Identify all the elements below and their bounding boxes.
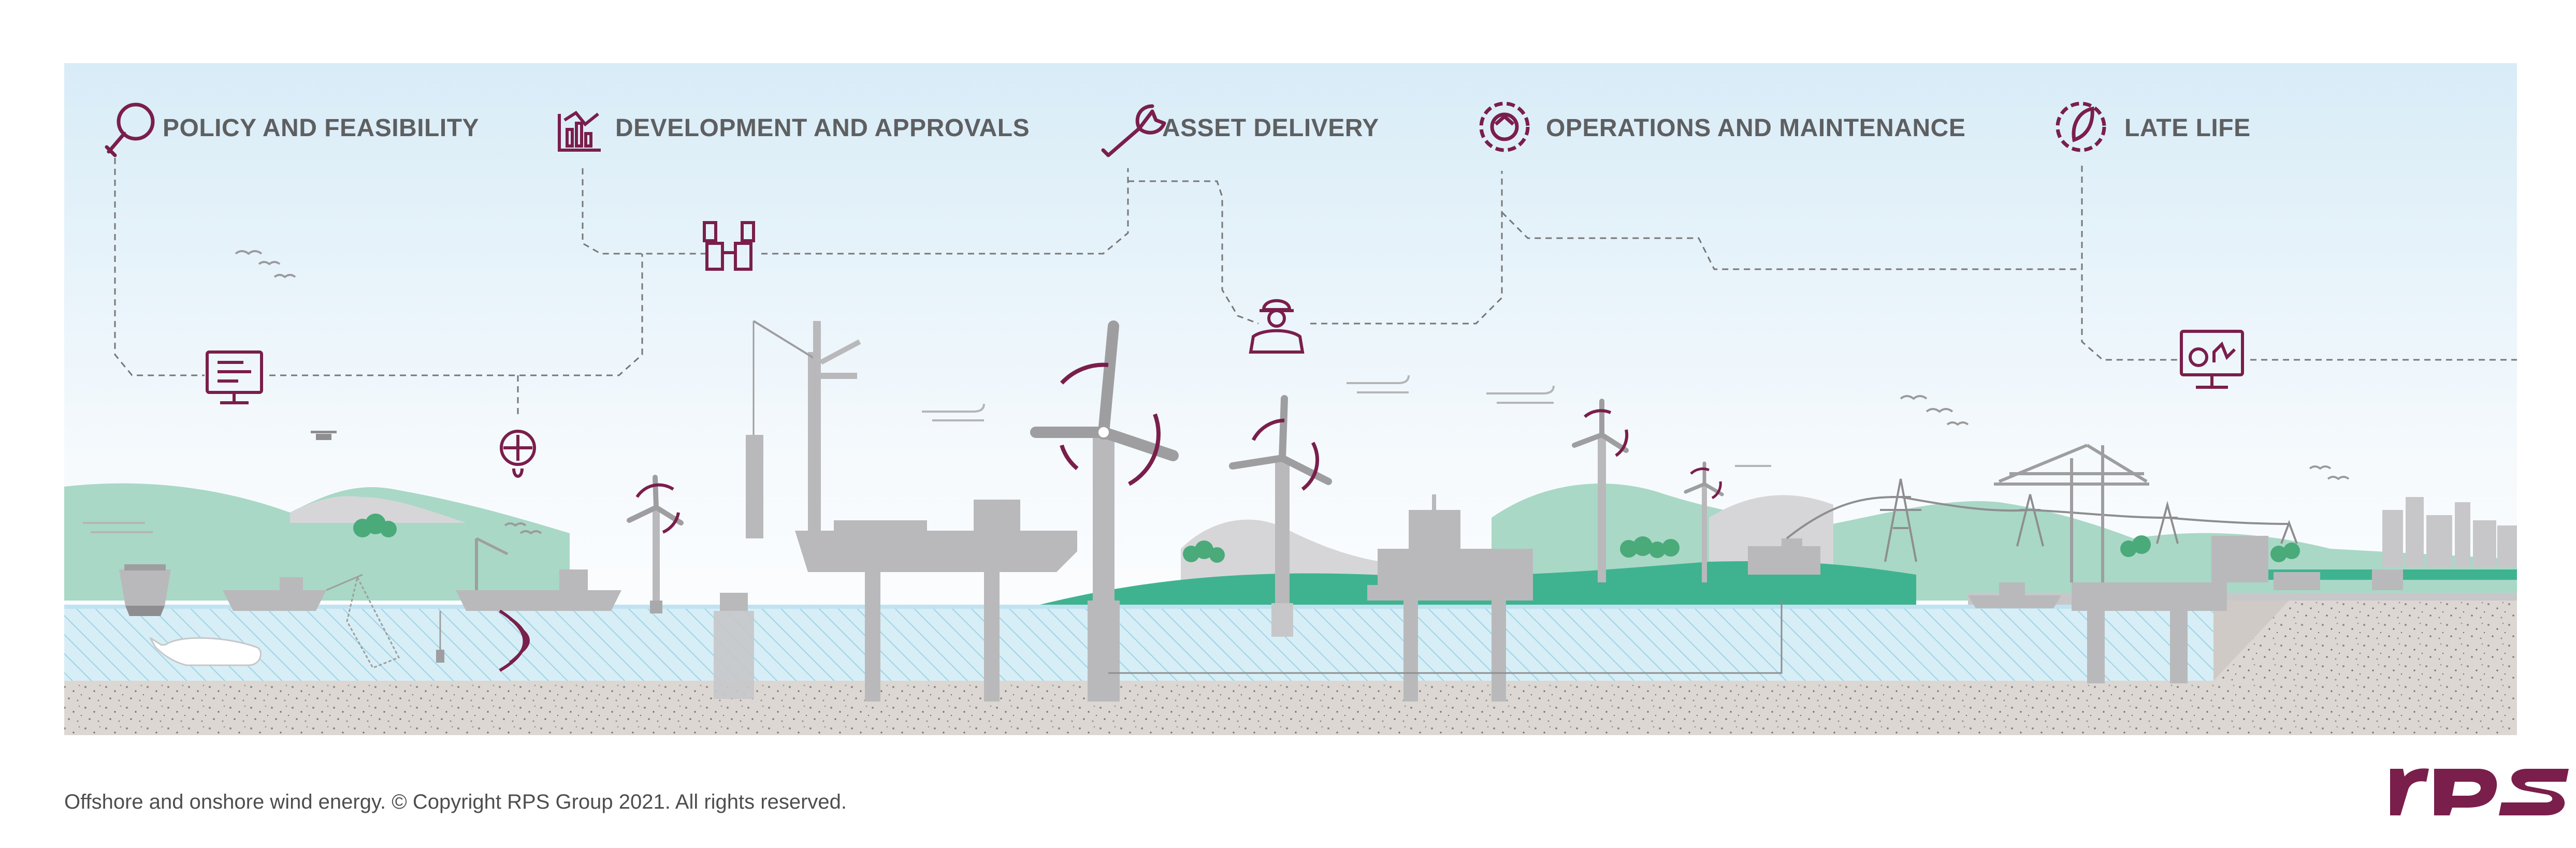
installation-vessel — [714, 320, 1077, 701]
stage-asset-delivery: ASSET DELIVERY — [1101, 104, 1379, 157]
fishing-boat — [223, 574, 400, 669]
turbine-small-offshore — [627, 475, 684, 613]
rps-logo — [2390, 768, 2569, 815]
gear-leaf-icon — [2056, 101, 2106, 152]
wrench-icon — [1101, 104, 1166, 157]
turbine-onshore-2 — [1684, 461, 1724, 582]
document-monitor-icon — [206, 350, 263, 404]
stage-title-asset-delivery: ASSET DELIVERY — [1162, 114, 1379, 142]
buoy — [119, 564, 171, 616]
service-vessel — [1968, 582, 2061, 608]
onshore-substation — [1748, 538, 1820, 575]
sea-water — [64, 606, 2213, 681]
tree-clusters — [353, 514, 2300, 563]
dashboard-monitor-icon — [2180, 330, 2244, 389]
gear-refresh-icon — [1479, 101, 1530, 152]
offshore-substation — [1367, 494, 1533, 701]
engineer-icon — [1249, 299, 1305, 354]
turbine-large-offshore — [1030, 320, 1179, 701]
city-skyline — [2382, 497, 2517, 567]
port-crane — [1994, 444, 2149, 582]
transmission-pylons — [1786, 478, 2298, 562]
turbine-medium-offshore — [1229, 395, 1332, 637]
stage-title-development: DEVELOPMENT AND APPROVALS — [615, 114, 1030, 142]
stage-late-life: LATE LIFE — [2056, 101, 2251, 152]
rps-logo-text: rps — [0, 0, 1, 1]
turbine-onshore-1 — [1572, 399, 1629, 582]
stage-operations-and-maintenance: OPERATIONS AND MAINTENANCE — [1479, 101, 1965, 152]
survey-vessel — [436, 537, 621, 663]
whale — [149, 637, 262, 666]
connector-lines — [114, 158, 2517, 414]
stage-policy-and-feasibility: POLICY AND FEASIBILITY — [105, 103, 479, 157]
sonar-waves — [499, 609, 530, 672]
port-quay — [2072, 536, 2403, 683]
bar-chart-icon — [558, 111, 601, 152]
stage-title-operations: OPERATIONS AND MAINTENANCE — [1546, 114, 1965, 142]
sonar-buoy-icon — [500, 430, 536, 478]
subsea-cable — [1108, 601, 1783, 674]
magnifier-icon — [105, 103, 155, 157]
stage-title-policy: POLICY AND FEASIBILITY — [163, 114, 479, 142]
shore-embankment — [2213, 601, 2289, 681]
binoculars-icon — [703, 221, 755, 271]
stage-title-late-life: LATE LIFE — [2124, 114, 2251, 142]
wind-streaks — [83, 375, 1771, 533]
sea-surface — [64, 605, 2213, 609]
bird-flock — [235, 250, 2350, 535]
image-caption: Offshore and onshore wind energy. © Copy… — [64, 791, 847, 813]
stage-development-and-approvals: DEVELOPMENT AND APPROVALS — [558, 111, 1030, 152]
seabed — [64, 601, 2517, 735]
drone-icon — [311, 431, 337, 440]
